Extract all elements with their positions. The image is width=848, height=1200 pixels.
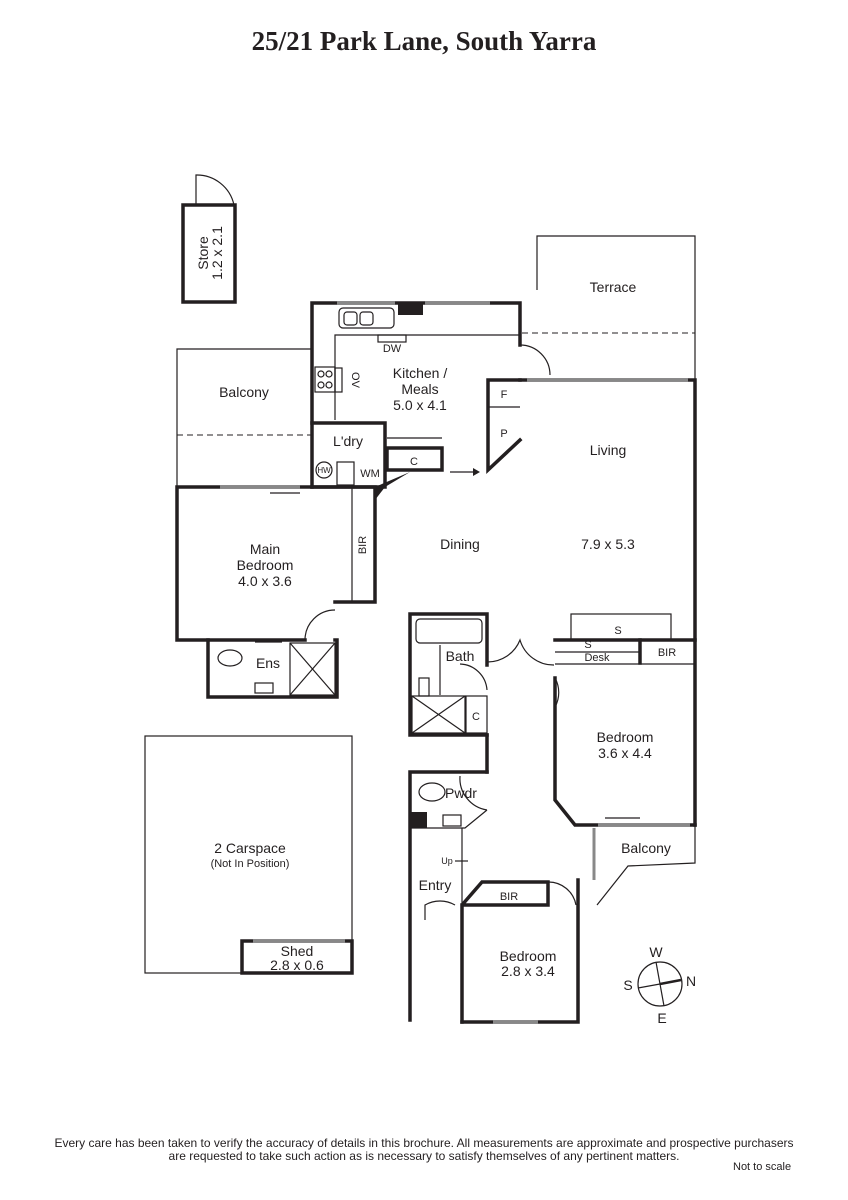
shed-label: Shed bbox=[281, 943, 314, 959]
bir-bedroom2-label: BIR bbox=[658, 647, 676, 659]
stairs-up-label: Up bbox=[441, 856, 453, 866]
compass-icon: W N S E bbox=[623, 944, 696, 1026]
main-bedroom: BIR Main Bedroom 4.0 x 3.6 bbox=[175, 485, 377, 642]
store-label: Store bbox=[195, 236, 211, 270]
living-label: Living bbox=[590, 442, 627, 458]
shelf-label-2: S bbox=[584, 639, 591, 651]
main-bedroom-label-2: Bedroom bbox=[237, 557, 294, 573]
bir-main-label: BIR bbox=[357, 536, 369, 554]
bedroom3-size: 2.8 x 3.4 bbox=[501, 963, 555, 979]
kitchen: DW OV Kitchen / Meals 5.0 x 4.1 F P C bbox=[310, 301, 551, 489]
not-to-scale-note: Not to scale bbox=[733, 1161, 792, 1173]
bedroom3-label: Bedroom bbox=[500, 948, 557, 964]
disclaimer-line-2: are requested to take such action as is … bbox=[168, 1149, 680, 1163]
floor-plan: Store 1.2 x 2.1 Terrace Balcony DW OV Ki… bbox=[144, 174, 697, 1026]
entry-label: Entry bbox=[419, 877, 452, 893]
fridge-label: F bbox=[501, 389, 508, 401]
kitchen-size: 5.0 x 4.1 bbox=[393, 397, 447, 413]
hot-water-label: HW bbox=[317, 466, 331, 475]
compass-e: E bbox=[657, 1010, 666, 1026]
dishwasher-label: DW bbox=[383, 343, 402, 355]
oven-label: OV bbox=[349, 372, 361, 389]
kitchen-label: Kitchen / bbox=[393, 365, 448, 381]
bathroom: C Bath bbox=[408, 612, 555, 774]
carspace: 2 Carspace (Not In Position) bbox=[144, 735, 353, 974]
bedroom-2: S S Desk BIR Bedroom 3.6 x 4.4 bbox=[553, 613, 697, 827]
washing-machine-label: WM bbox=[360, 468, 380, 480]
dining-label: Dining bbox=[440, 536, 480, 552]
balcony-west: Balcony bbox=[176, 348, 312, 487]
balcony-east-label: Balcony bbox=[621, 840, 671, 856]
disclaimer-line-1: Every care has been taken to verify the … bbox=[54, 1136, 794, 1150]
bath-label: Bath bbox=[446, 648, 475, 664]
compass-w: W bbox=[649, 944, 663, 960]
main-bedroom-size: 4.0 x 3.6 bbox=[238, 573, 292, 589]
main-bedroom-label: Main bbox=[250, 541, 280, 557]
cooktop-icon bbox=[314, 366, 336, 393]
bir-bedroom3-label: BIR bbox=[500, 891, 518, 903]
disclaimer: Every care has been taken to verify the … bbox=[0, 1137, 848, 1163]
cupboard-label: C bbox=[410, 456, 418, 468]
terrace: Terrace bbox=[522, 235, 696, 380]
bedroom2-label: Bedroom bbox=[597, 729, 654, 745]
bedroom2-size: 3.6 x 4.4 bbox=[598, 745, 652, 761]
kitchen-label-2: Meals bbox=[401, 381, 438, 397]
page-title: 25/21 Park Lane, South Yarra bbox=[251, 26, 597, 56]
shelf-label-1: S bbox=[614, 625, 621, 637]
shed: Shed 2.8 x 0.6 bbox=[240, 939, 354, 975]
carspace-label: 2 Carspace bbox=[214, 840, 286, 856]
balcony-east: Balcony bbox=[592, 825, 696, 906]
desk-label: Desk bbox=[584, 652, 610, 664]
store: Store 1.2 x 2.1 bbox=[181, 174, 237, 304]
compass-n: N bbox=[686, 973, 696, 989]
ensuite: Ens bbox=[206, 638, 339, 699]
store-size: 1.2 x 2.1 bbox=[209, 226, 225, 280]
laundry-label: L'dry bbox=[333, 433, 363, 449]
bedroom-3: BIR Bedroom 2.8 x 3.4 bbox=[460, 878, 580, 1024]
compass-s: S bbox=[623, 977, 632, 993]
balcony-west-label: Balcony bbox=[219, 384, 269, 400]
powder-entry: Pwdr Up Entry bbox=[408, 770, 489, 1022]
bath-cupboard-label: C bbox=[472, 711, 480, 723]
powder-label: Pwdr bbox=[445, 785, 477, 801]
terrace-label: Terrace bbox=[590, 279, 637, 295]
living-size: 7.9 x 5.3 bbox=[581, 536, 635, 552]
ensuite-label: Ens bbox=[256, 655, 280, 671]
living-dining: Living 7.9 x 5.3 Dining bbox=[440, 378, 697, 642]
shed-size: 2.8 x 0.6 bbox=[270, 957, 324, 973]
carspace-note: (Not In Position) bbox=[211, 858, 290, 870]
pantry-label: P bbox=[500, 428, 507, 440]
